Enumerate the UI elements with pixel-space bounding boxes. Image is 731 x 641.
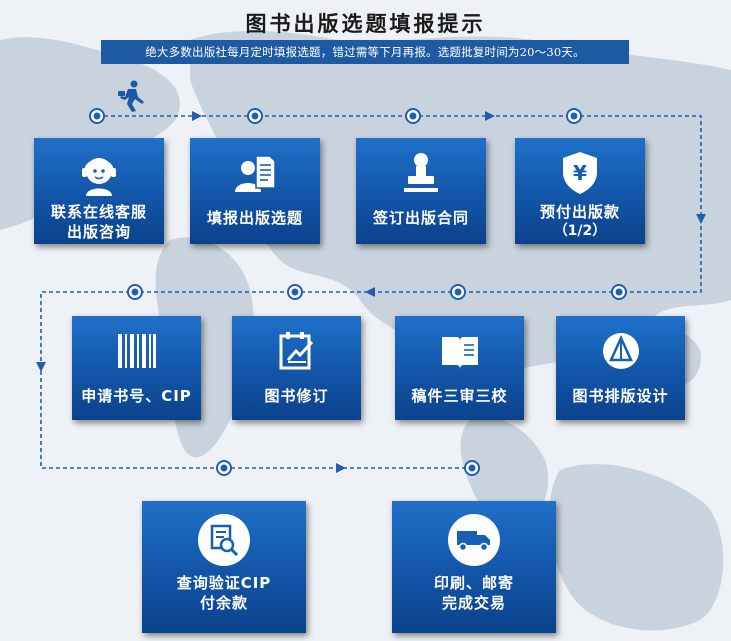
step-label-secondary: 出版咨询 [66,223,131,241]
subtitle-banner: 绝大多数出版社每月定时填报选题，错过需等下月再报。选题批复时间为20～30天。 [101,40,629,64]
flow-nodes [89,108,627,476]
step-card-contract[interactable]: 签订出版合同 [356,138,486,244]
svg-text:¥: ¥ [573,161,587,185]
step-label-secondary: 完成交易 [441,594,506,612]
open-book-icon [439,326,481,376]
step-label: 申请书号、CIP [81,387,192,405]
step-label: 联系在线客服 [50,203,147,221]
document-search-icon [197,514,251,566]
step-label: 图书排版设计 [572,387,669,405]
step-card-consult[interactable]: 联系在线客服 出版咨询 [34,138,164,244]
step-card-layout[interactable]: 图书排版设计 [556,316,685,420]
step-card-fill-topic[interactable]: 填报出版选题 [190,138,320,244]
page-title: 图书出版选题填报提示 [245,12,486,36]
customer-service-icon [76,148,122,198]
step-label: 预付出版款 [539,203,620,221]
step-label: 图书修订 [264,387,329,405]
layout-design-icon [600,326,642,376]
running-man-icon [118,80,144,112]
step-card-review[interactable]: 稿件三审三校 [395,316,524,420]
step-label: 印刷、邮寄 [433,574,514,592]
step-label: 查询验证CIP [176,574,272,592]
delivery-truck-icon [447,514,501,566]
step-label: 稿件三审三校 [411,387,508,405]
step-label: 填报出版选题 [206,209,303,227]
step-card-verify-cip[interactable]: 查询验证CIP 付余款 [142,501,306,633]
barcode-icon [116,326,158,376]
step-label: 签订出版合同 [372,209,469,227]
fill-form-icon [232,148,278,198]
yen-shield-icon: ¥ [560,148,600,198]
step-card-barcode[interactable]: 申请书号、CIP [72,316,201,420]
step-card-print-mail[interactable]: 印刷、邮寄 完成交易 [392,501,556,633]
step-card-prepay[interactable]: ¥ 预付出版款 （1/2） [515,138,645,244]
step-label-secondary: 付余款 [199,594,248,612]
edit-document-icon [276,326,318,376]
stamp-icon [398,148,444,198]
step-label-secondary: （1/2） [553,223,607,239]
step-card-revision[interactable]: 图书修订 [232,316,361,420]
